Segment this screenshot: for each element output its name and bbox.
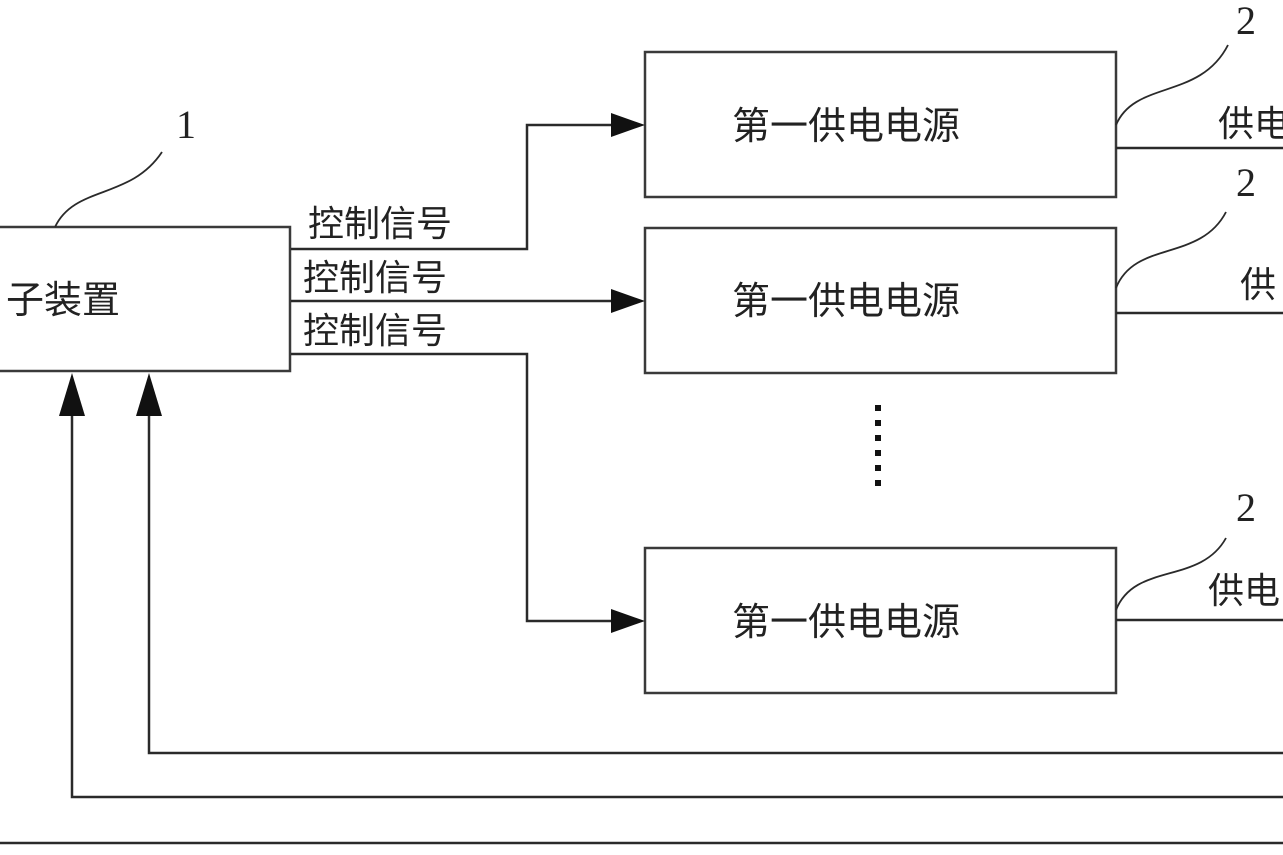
control-signal-arrow-2	[611, 289, 645, 313]
feedback-line-1	[147, 410, 1283, 755]
power-supply-ref-number-3: 2	[1236, 485, 1256, 530]
power-output-label-2: 供	[1240, 265, 1276, 306]
power-supply-box-1	[643, 50, 1118, 199]
control-signal-arrow-1	[611, 113, 645, 137]
ellipsis-dots	[875, 405, 881, 486]
power-supply-label-3: 第一供电电源	[732, 600, 960, 644]
control-signal-label-1: 控制信号	[308, 204, 452, 245]
control-signal-line-3	[291, 352, 615, 623]
feedback-arrow-2	[59, 373, 85, 416]
power-supply-ref-leader-3	[1115, 537, 1227, 611]
control-signal-label-3: 控制信号	[303, 311, 447, 352]
power-supply-ref-number-2: 2	[1236, 160, 1256, 205]
device-ref-leader	[54, 151, 163, 228]
control-signal-label-2: 控制信号	[303, 258, 447, 299]
power-supply-ref-leader-1	[1115, 44, 1229, 126]
power-supply-label-1: 第一供电电源	[732, 104, 960, 148]
power-supply-box-3	[643, 546, 1118, 695]
control-signal-arrow-3	[611, 609, 645, 633]
control-signal-line-1	[291, 123, 615, 251]
device-label: 子装置	[6, 278, 120, 322]
power-supply-label-2: 第一供电电源	[732, 279, 960, 323]
device-box	[0, 225, 292, 373]
power-supply-ref-number-1: 2	[1236, 0, 1256, 43]
power-supply-box-2	[643, 226, 1118, 375]
power-output-label-3: 供电	[1208, 571, 1280, 612]
power-supply-ref-leader-2	[1115, 211, 1227, 289]
feedback-arrow-1	[136, 373, 162, 416]
feedback-line-2	[70, 410, 1283, 799]
power-output-label-1: 供电	[1218, 104, 1283, 145]
device-ref-number: 1	[176, 102, 196, 147]
